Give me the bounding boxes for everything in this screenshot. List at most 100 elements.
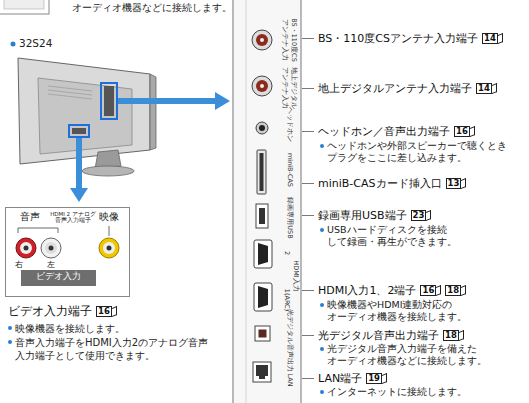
page-reference: 23 [411, 210, 427, 221]
previous-box-fragment [0, 0, 49, 14]
pointer-arrow [215, 92, 230, 110]
tv-rear-view [48, 90, 92, 95]
label-bracket [18, 226, 109, 236]
bullet-row: USBハードディスクを接続 して録画・再生ができます。 [320, 224, 467, 248]
leader-line [302, 335, 314, 336]
terminal-heading-row: 録画専用USB端子23 [318, 208, 431, 223]
rca-jack-yellow [103, 242, 115, 254]
hdmi-port [254, 240, 272, 268]
hdmi-port [258, 286, 268, 308]
bs-antenna-terminal [256, 34, 268, 46]
label-band [21, 270, 96, 286]
hdmi-port [254, 240, 272, 268]
hdmi-port [254, 283, 272, 311]
tv-rear-view [72, 128, 86, 134]
bs-antenna-terminal [252, 30, 272, 50]
headphone-jack [256, 122, 268, 134]
pointer-arrow [70, 188, 88, 202]
rca-jack-yellow [107, 246, 112, 251]
jack-label: 映像 [99, 211, 119, 224]
rca-jack-red [20, 242, 32, 254]
label-bracket [109, 226, 110, 236]
card-slot [257, 150, 266, 194]
description-text: ヘッドホンや外部スピーカーで聴くとき プラグをここに差し込みます。 [327, 140, 512, 164]
bullet-row: インターネットに接続します。 [320, 386, 467, 398]
bullet-dot [8, 340, 12, 344]
leader-line [302, 378, 314, 379]
jack-label: 左 [47, 260, 55, 270]
tv-rear-view [104, 86, 114, 116]
bullet-row: ヘッドホンや外部スピーカーで聴くとき プラグをここに差し込みます。 [320, 140, 512, 164]
bs-antenna-terminal [252, 30, 272, 50]
page-reference: 18 [445, 285, 461, 296]
plate-marking: アンテナ入力 [282, 19, 289, 61]
tv-rear-view [82, 166, 134, 176]
model-bullet [11, 42, 16, 47]
highlight-frame [69, 125, 89, 137]
bullet-dot [320, 228, 324, 232]
label-bracket [18, 228, 58, 233]
model-bullet [11, 42, 16, 47]
page-icon [461, 285, 466, 296]
page-reference: 16 [454, 126, 470, 137]
highlight-frame [101, 83, 117, 119]
jack-panel-box: 音声HDMI 2 アナログ 音声入力端子映像右左ビデオ入力 [5, 207, 130, 297]
page-reference: 13 [446, 178, 462, 189]
leader-line [302, 88, 314, 89]
plate-marking: LAN [287, 373, 294, 386]
terminal-name: 光デジタル音声出力端子 [318, 328, 439, 343]
tv-rear-view [150, 74, 156, 150]
terminal-heading-row: BS・110度CSアンテナ入力端子14 [318, 31, 503, 46]
page-reference: 18 [443, 330, 459, 341]
page-icon [459, 330, 464, 341]
page-icon [426, 210, 431, 221]
page-icon [498, 33, 503, 44]
optical-port [255, 326, 270, 341]
tv-rear-view [18, 58, 156, 176]
terminal-heading-row: 光デジタル音声出力端子 18 [318, 328, 464, 343]
usb-port [259, 208, 265, 224]
rear-terminal-plate [233, 0, 301, 403]
page-icon [436, 285, 441, 296]
model-name: 32S24 [19, 37, 52, 51]
note-text: オーディオ機器などに接続します。 [72, 1, 232, 14]
card-slot [257, 150, 266, 194]
leader-line [302, 38, 314, 39]
rca-jack-red [16, 238, 36, 258]
description-text: 音声入力端子をHDMI入力2のアナログ音声 入力端子として使用できます。 [15, 336, 227, 362]
leader-line [302, 39, 314, 379]
rca-jack-yellow [99, 238, 119, 258]
hdmi-port [258, 243, 268, 265]
optical-port [259, 330, 267, 338]
jack-label: 音声 [20, 211, 40, 224]
terminal-name: HDMI入力1、2端子 [318, 283, 416, 298]
bs-antenna-terminal [260, 38, 264, 42]
leader-line [302, 290, 314, 291]
description-text: 光デジタル音声入力端子を備えた オーディオ機器などに接続します。 [327, 343, 492, 367]
plate-marking: miniB-CAS [287, 153, 294, 187]
page-icon [492, 83, 497, 94]
plate-marking: ヘッドホン [287, 107, 294, 142]
plate-marking: 地上デジタル [291, 67, 298, 109]
pointer-arrow [70, 92, 230, 202]
bullet-dot [320, 303, 324, 307]
terrestrial-antenna-terminal [260, 84, 264, 88]
bullet-row: 音声入力端子をHDMI入力2のアナログ音声 入力端子として使用できます。 [8, 336, 227, 362]
plate-marking: 2 [284, 251, 291, 255]
headphone-jack [259, 125, 265, 131]
rca-jack-yellow [99, 238, 119, 258]
plate-marking: BS・110度CS [291, 18, 298, 62]
rca-jack-white [41, 238, 61, 258]
pointer-arrow [118, 98, 217, 104]
page-reference: 16 [420, 285, 436, 296]
terminal-heading-row: HDMI入力1、2端子 16 18 [318, 283, 466, 298]
leader-line [302, 131, 314, 132]
rca-jack-white [45, 242, 57, 254]
terrestrial-antenna-terminal [252, 76, 272, 96]
plate-marking: アンテナ入力 [282, 67, 289, 109]
plate-marking: 録画専用USB [287, 197, 294, 238]
tv-rear-view [48, 86, 92, 91]
rca-jack-red [16, 238, 36, 258]
description-text: USBハードディスクを接続 して録画・再生ができます。 [327, 224, 467, 248]
